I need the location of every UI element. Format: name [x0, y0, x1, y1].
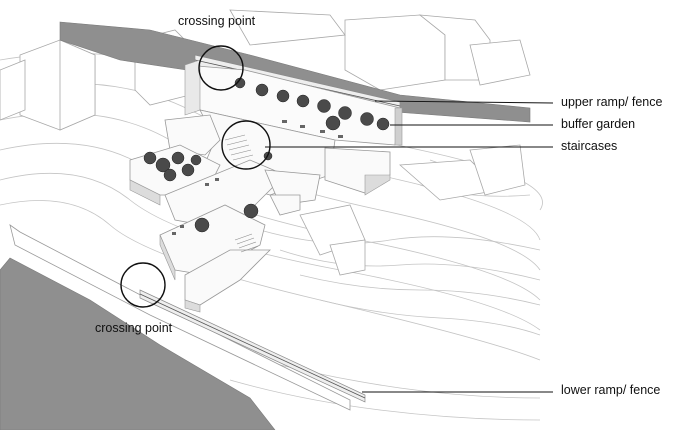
leader-upper-ramp	[374, 100, 554, 104]
crossing-point-top-label: crossing point	[178, 14, 256, 28]
stairs-upper	[224, 134, 254, 161]
crossing-point-top-circle	[198, 45, 244, 91]
upper-ramp-fence-label: upper ramp/ fence	[561, 95, 663, 109]
lower-retaining-wall	[9, 224, 351, 411]
staircases-label: staircases	[561, 139, 618, 153]
crossing-point-bottom-circle	[120, 262, 166, 308]
trees	[143, 77, 390, 233]
staircases-circle	[221, 120, 271, 170]
lower-ramp-fence-label: lower ramp/ fence	[561, 383, 661, 397]
leader-lines	[265, 100, 554, 393]
background-buildings	[0, 9, 531, 276]
highlight-circles	[120, 45, 271, 308]
benches	[172, 120, 343, 235]
terrace-walls	[129, 174, 391, 313]
lower-road	[0, 257, 276, 430]
stairs-lower	[234, 233, 259, 253]
crossing-point-bottom-label: crossing point	[95, 321, 173, 335]
lower-fence-line	[139, 293, 366, 399]
buffer-garden-label: buffer garden	[561, 117, 636, 131]
middle-terraces	[129, 109, 391, 306]
